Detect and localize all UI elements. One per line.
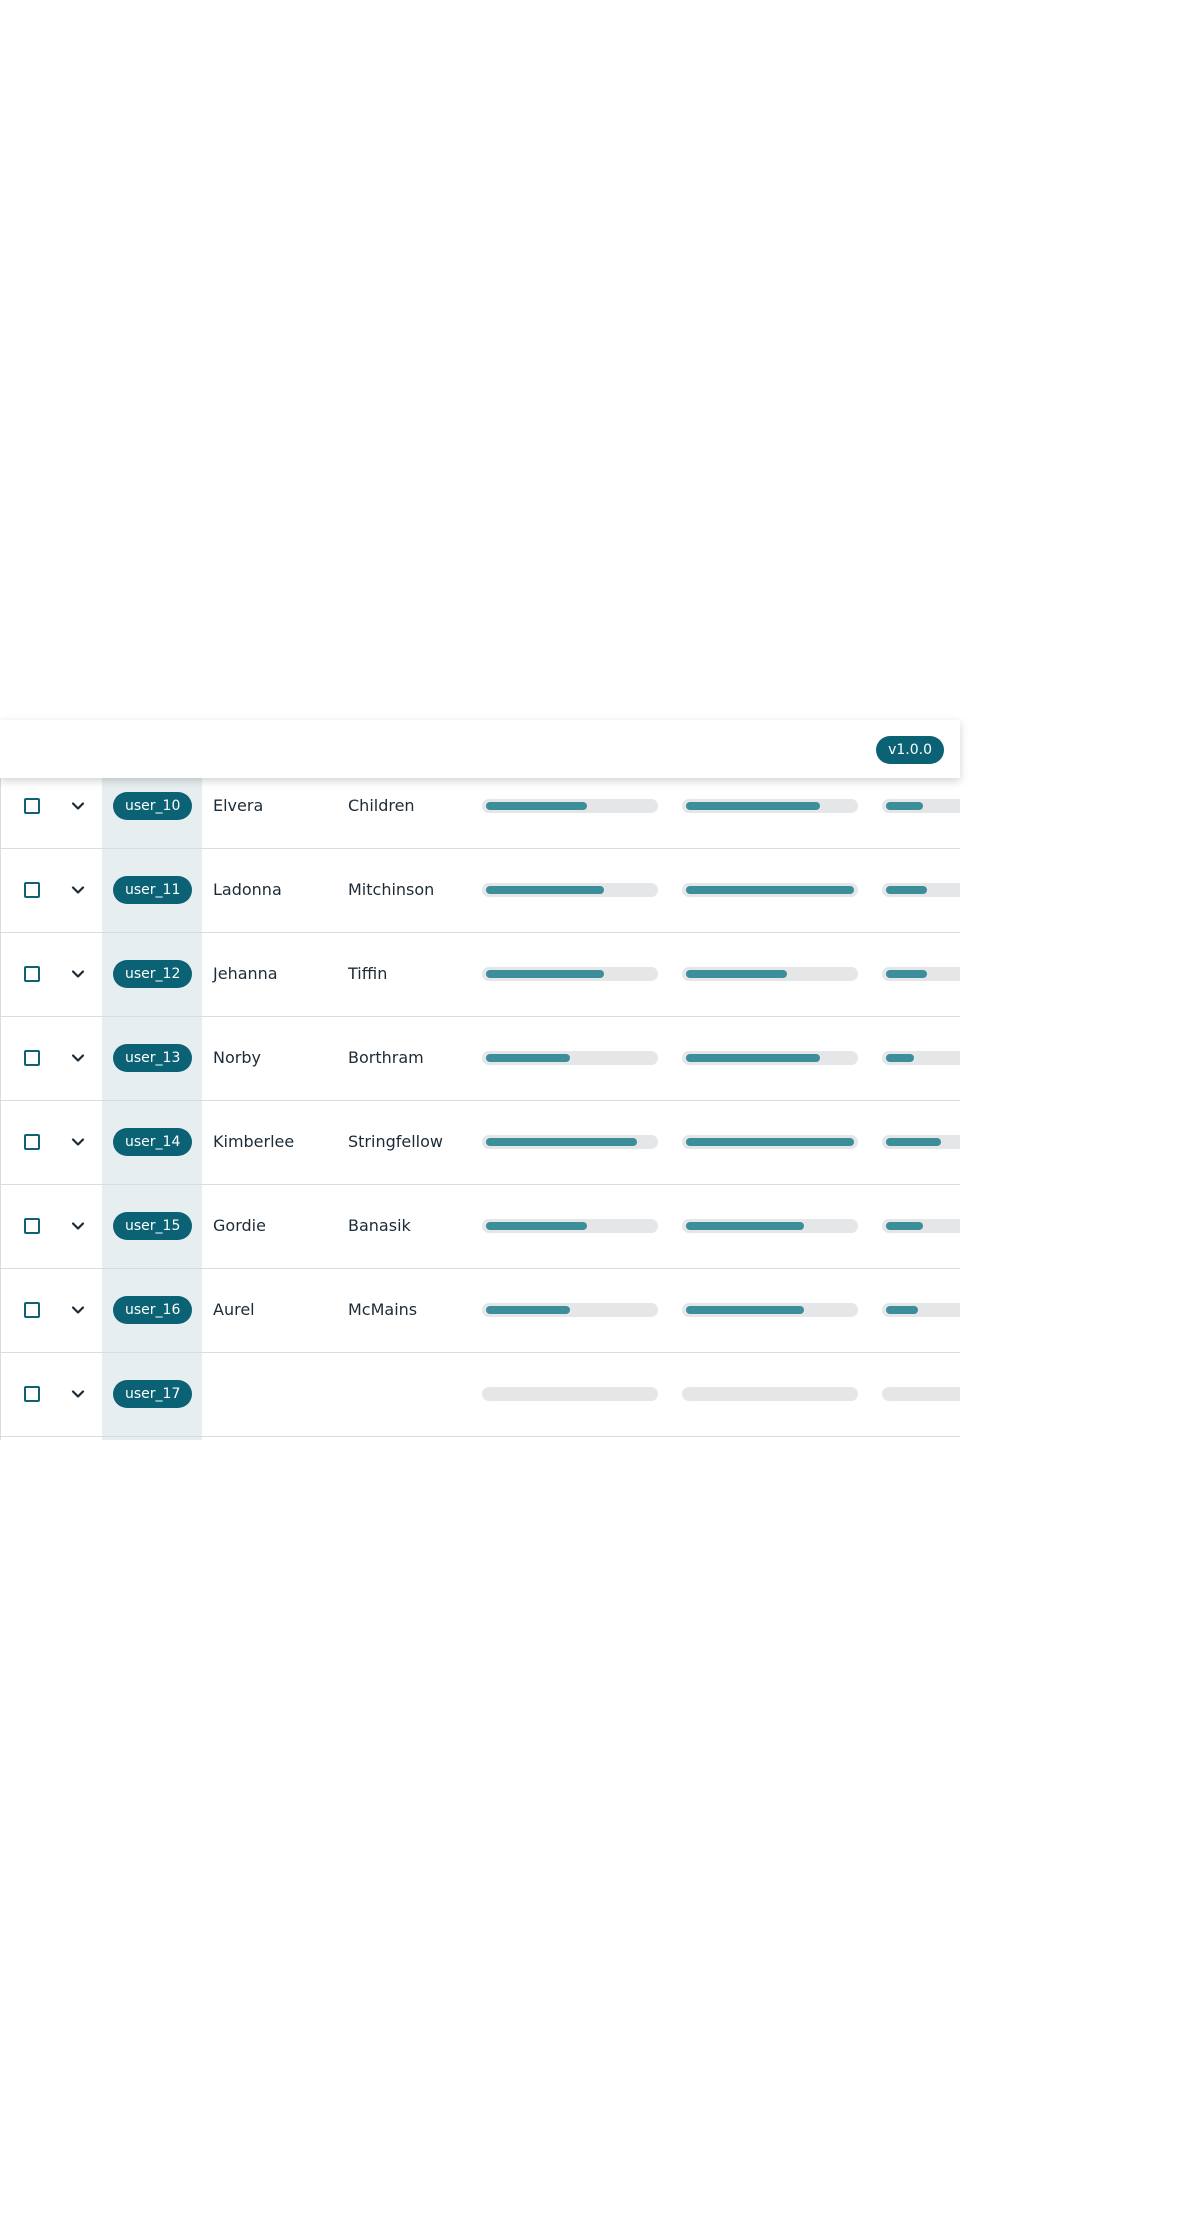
progress-bar-3 — [882, 967, 960, 981]
row-select-checkbox[interactable] — [24, 966, 40, 982]
progress-bar-2 — [682, 1219, 858, 1233]
chevron-down-icon[interactable] — [71, 883, 85, 897]
first-name-cell: Jehanna — [213, 964, 278, 983]
progress-bar-1 — [482, 1135, 658, 1149]
user-id-badge: user_15 — [113, 1212, 193, 1240]
first-name-cell: Norby — [213, 1048, 261, 1067]
last-name-cell: Stringfellow — [348, 1132, 443, 1151]
progress-bar-1-fill — [486, 1222, 587, 1230]
row-select-checkbox[interactable] — [24, 1386, 40, 1402]
progress-bar-1-fill — [486, 1054, 570, 1062]
progress-bar-1 — [482, 967, 658, 981]
progress-bar-2-fill — [686, 1222, 804, 1230]
progress-bar-1 — [482, 883, 658, 897]
table-row[interactable]: user_17 — [0, 1352, 960, 1437]
last-name-cell: Children — [348, 796, 415, 815]
progress-bar-2 — [682, 1387, 858, 1401]
last-name-cell: Banasik — [348, 1216, 411, 1235]
progress-bar-1 — [482, 1387, 658, 1401]
row-select-checkbox[interactable] — [24, 882, 40, 898]
progress-bar-3-fill — [886, 1138, 942, 1146]
row-select-checkbox[interactable] — [24, 1134, 40, 1150]
progress-bar-2-fill — [686, 802, 821, 810]
chevron-down-icon[interactable] — [71, 1387, 85, 1401]
progress-bar-3 — [882, 1051, 960, 1065]
progress-bar-3-fill — [886, 970, 928, 978]
progress-bar-2-fill — [686, 970, 787, 978]
progress-bar-1-fill — [486, 802, 587, 810]
progress-bar-1-fill — [486, 970, 604, 978]
progress-bar-2-fill — [686, 1138, 854, 1146]
top-bar: v1.0.0 — [0, 720, 960, 778]
table-row[interactable]: user_10 Elvera Children — [0, 764, 960, 849]
table-viewport[interactable]: user_9user_10ElveraChildrenuser_11Ladonn… — [0, 724, 960, 1440]
progress-bar-3 — [882, 883, 960, 897]
user-id-badge: user_13 — [113, 1044, 193, 1072]
user-id-badge: user_17 — [113, 1380, 193, 1408]
progress-bar-2 — [682, 967, 858, 981]
table-left-border — [0, 724, 1, 1440]
row-select-checkbox[interactable] — [24, 1302, 40, 1318]
first-name-cell: Kimberlee — [213, 1132, 295, 1151]
progress-bar-2-fill — [686, 1054, 821, 1062]
version-badge: v1.0.0 — [876, 736, 944, 764]
table-row[interactable]: user_11 Ladonna Mitchinson — [0, 848, 960, 933]
user-id-badge: user_10 — [113, 792, 193, 820]
last-name-cell: Borthram — [348, 1048, 424, 1067]
table-row[interactable]: user_12 Jehanna Tiffin — [0, 932, 960, 1017]
progress-bar-2 — [682, 799, 858, 813]
progress-bar-1-fill — [486, 1138, 638, 1146]
chevron-down-icon[interactable] — [71, 1219, 85, 1233]
progress-bar-1-fill — [486, 886, 604, 894]
table-row[interactable]: user_14 Kimberlee Stringfellow — [0, 1100, 960, 1185]
progress-bar-3-fill — [886, 1222, 923, 1230]
progress-bar-2 — [682, 883, 858, 897]
progress-bar-3-fill — [886, 802, 923, 810]
progress-bar-2 — [682, 1135, 858, 1149]
first-name-cell: Aurel — [213, 1300, 255, 1319]
progress-bar-1 — [482, 799, 658, 813]
progress-bar-3 — [882, 1135, 960, 1149]
table-row[interactable]: user_15 Gordie Banasik — [0, 1184, 960, 1269]
chevron-down-icon[interactable] — [71, 1303, 85, 1317]
row-select-checkbox[interactable] — [24, 798, 40, 814]
row-select-checkbox[interactable] — [24, 1050, 40, 1066]
last-name-cell: McMains — [348, 1300, 418, 1319]
first-name-cell: Ladonna — [213, 880, 282, 899]
first-name-cell: Elvera — [213, 796, 264, 815]
chevron-down-icon[interactable] — [71, 1135, 85, 1149]
progress-bar-3-fill — [886, 1054, 914, 1062]
user-id-badge: user_12 — [113, 960, 193, 988]
chevron-down-icon[interactable] — [71, 967, 85, 981]
progress-bar-2 — [682, 1303, 858, 1317]
progress-bar-3 — [882, 799, 960, 813]
progress-bar-3 — [882, 1219, 960, 1233]
progress-bar-3-fill — [886, 1306, 919, 1314]
chevron-down-icon[interactable] — [71, 799, 85, 813]
progress-bar-1 — [482, 1051, 658, 1065]
progress-bar-2-fill — [686, 1306, 804, 1314]
progress-bar-2-fill — [686, 886, 854, 894]
progress-bar-3-fill — [886, 886, 928, 894]
user-id-badge: user_11 — [113, 876, 193, 904]
progress-bar-1-fill — [486, 1306, 570, 1314]
chevron-down-icon[interactable] — [71, 1051, 85, 1065]
first-name-cell: Gordie — [213, 1216, 266, 1235]
progress-bar-1 — [482, 1219, 658, 1233]
table-row[interactable]: user_13 Norby Borthram — [0, 1016, 960, 1101]
last-name-cell: Mitchinson — [348, 880, 435, 899]
progress-bar-2 — [682, 1051, 858, 1065]
progress-bar-1 — [482, 1303, 658, 1317]
user-id-badge: user_16 — [113, 1296, 193, 1324]
user-id-badge: user_14 — [113, 1128, 193, 1156]
progress-bar-3 — [882, 1387, 960, 1401]
progress-bar-3 — [882, 1303, 960, 1317]
last-name-cell: Tiffin — [348, 964, 388, 983]
table-row[interactable]: user_16 Aurel McMains — [0, 1268, 960, 1353]
row-select-checkbox[interactable] — [24, 1218, 40, 1234]
